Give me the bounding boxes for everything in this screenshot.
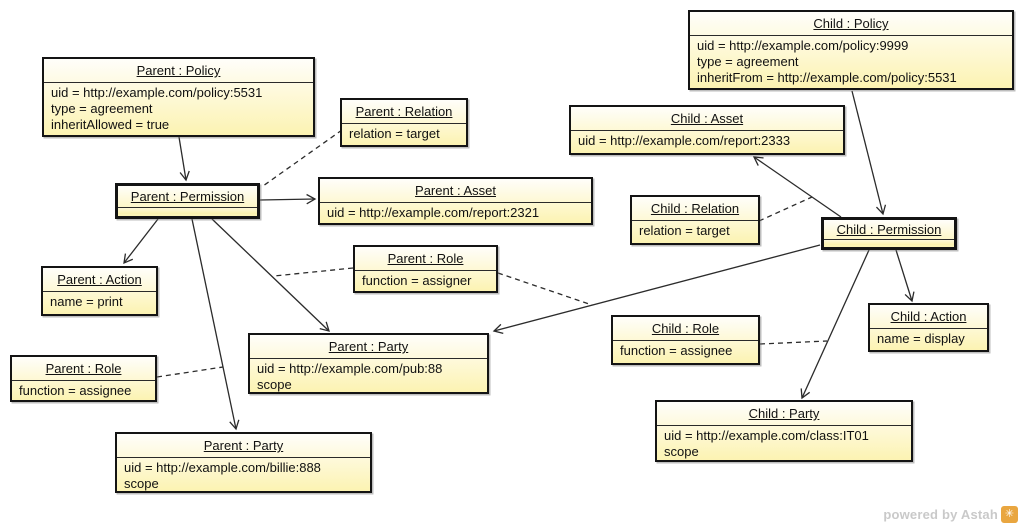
attribute-compartment: name = print — [43, 291, 156, 313]
link-parent-permission-to-parent-action — [123, 218, 159, 265]
object-child-action[interactable]: Child : Action name = display — [868, 303, 989, 352]
attribute: uid = http://example.com/report:2333 — [578, 133, 791, 148]
attribute: inheritAllowed = true — [51, 117, 170, 132]
watermark: powered by Astah ✳ — [883, 506, 1018, 523]
attribute-compartment: relation = target — [342, 123, 466, 145]
object-parent-party-pub[interactable]: Parent : Party uid = http://example.com/… — [248, 333, 489, 394]
object-child-relation[interactable]: Child : Relation relation = target — [630, 195, 760, 245]
attribute: name = display — [877, 331, 965, 346]
object-title: Parent : Role — [45, 361, 122, 376]
object-title: Parent : Asset — [415, 183, 496, 198]
attribute: type = agreement — [51, 101, 153, 116]
object-parent-permission[interactable]: Parent : Permission — [115, 183, 260, 219]
object-title: Parent : Policy — [136, 63, 221, 78]
link-child-role-anchor — [759, 340, 828, 345]
object-parent-relation[interactable]: Parent : Relation relation = target — [340, 98, 468, 147]
attribute: type = agreement — [697, 54, 799, 69]
attribute: uid = http://example.com/policy:5531 — [51, 85, 263, 100]
attribute: inheritFrom = http://example.com/policy:… — [697, 70, 957, 85]
link-child-permission-to-child-asset — [752, 156, 842, 218]
object-title: Child : Policy — [813, 16, 889, 31]
attribute-compartment: uid = http://example.com/pub:88 scope — [250, 358, 487, 396]
link-parent-role-assignee-anchor — [156, 366, 224, 378]
attribute: function = assignee — [620, 343, 733, 358]
object-parent-role-assignee[interactable]: Parent : Role function = assignee — [10, 355, 157, 402]
object-parent-role-assigner[interactable]: Parent : Role function = assigner — [353, 245, 498, 293]
link-parent-permission-to-parent-party-pub — [211, 218, 330, 332]
link-parent-permission-to-parent-asset — [259, 193, 317, 205]
object-child-permission[interactable]: Child : Permission — [821, 217, 957, 250]
object-parent-policy[interactable]: Parent : Policy uid = http://example.com… — [42, 57, 315, 137]
attribute-compartment: uid = http://example.com/policy:5531 typ… — [44, 82, 313, 136]
attribute-compartment: uid = http://example.com/report:2321 — [320, 202, 591, 224]
object-child-policy[interactable]: Child : Policy uid = http://example.com/… — [688, 10, 1014, 90]
attribute-compartment — [824, 239, 954, 245]
attribute: relation = target — [349, 126, 440, 141]
attribute: uid = http://example.com/pub:88 — [257, 361, 443, 376]
object-child-role[interactable]: Child : Role function = assignee — [611, 315, 760, 365]
attribute: uid = http://example.com/billie:888 — [124, 460, 321, 475]
object-title: Child : Relation — [650, 201, 740, 216]
object-title: Child : Asset — [670, 111, 744, 126]
object-child-asset[interactable]: Child : Asset uid = http://example.com/r… — [569, 105, 845, 155]
attribute-compartment: function = assigner — [355, 270, 496, 292]
object-title: Parent : Party — [328, 339, 409, 354]
object-parent-asset[interactable]: Parent : Asset uid = http://example.com/… — [318, 177, 593, 225]
object-title: Child : Role — [651, 321, 720, 336]
watermark-text: powered by Astah — [883, 507, 998, 522]
attribute-compartment: name = display — [870, 328, 987, 350]
attribute: uid = http://example.com/policy:9999 — [697, 38, 909, 53]
attribute: function = assigner — [362, 273, 472, 288]
attribute-compartment: uid = http://example.com/policy:9999 typ… — [690, 35, 1012, 89]
link-parent-permission-to-parent-party-billie — [191, 218, 240, 431]
object-child-party[interactable]: Child : Party uid = http://example.com/c… — [655, 400, 913, 462]
attribute: relation = target — [639, 223, 730, 238]
object-parent-party-billie[interactable]: Parent : Party uid = http://example.com/… — [115, 432, 372, 493]
link-parent-role-assigner-anchor-left — [273, 267, 354, 277]
link-parent-policy-to-parent-permission — [178, 136, 190, 182]
object-title: Child : Party — [748, 406, 820, 421]
attribute-compartment: relation = target — [632, 220, 758, 242]
object-title: Parent : Role — [387, 251, 464, 266]
attribute: scope — [124, 476, 159, 491]
attribute: name = print — [50, 294, 123, 309]
link-child-permission-to-child-party — [800, 249, 870, 400]
object-title: Child : Permission — [836, 222, 942, 237]
attribute-compartment: uid = http://example.com/report:2333 — [571, 130, 843, 152]
attribute-compartment: function = assignee — [613, 340, 758, 362]
astah-logo-icon: ✳ — [1001, 506, 1018, 523]
link-child-permission-to-child-action — [895, 249, 915, 303]
attribute: scope — [664, 444, 699, 459]
link-child-policy-to-child-permission — [851, 90, 887, 216]
link-child-relation-anchor — [758, 196, 813, 222]
attribute: scope — [257, 377, 292, 392]
attribute: uid = http://example.com/report:2321 — [327, 205, 540, 220]
attribute: function = assignee — [19, 383, 132, 398]
attribute-compartment: function = assignee — [12, 380, 155, 402]
link-child-permission-to-parent-party-pub — [492, 244, 821, 334]
attribute-compartment — [118, 207, 257, 214]
link-parent-role-assigner-anchor-right — [497, 272, 593, 306]
object-title: Parent : Action — [57, 272, 142, 287]
object-title: Parent : Permission — [130, 189, 245, 204]
attribute-compartment: uid = http://example.com/class:IT01 scop… — [657, 425, 911, 463]
attribute: uid = http://example.com/class:IT01 — [664, 428, 869, 443]
link-parent-relation-anchor — [262, 129, 343, 187]
object-title: Parent : Relation — [355, 104, 453, 119]
object-title: Child : Action — [890, 309, 967, 324]
attribute-compartment: uid = http://example.com/billie:888 scop… — [117, 457, 370, 495]
object-parent-action[interactable]: Parent : Action name = print — [41, 266, 158, 316]
object-title: Parent : Party — [203, 438, 284, 453]
